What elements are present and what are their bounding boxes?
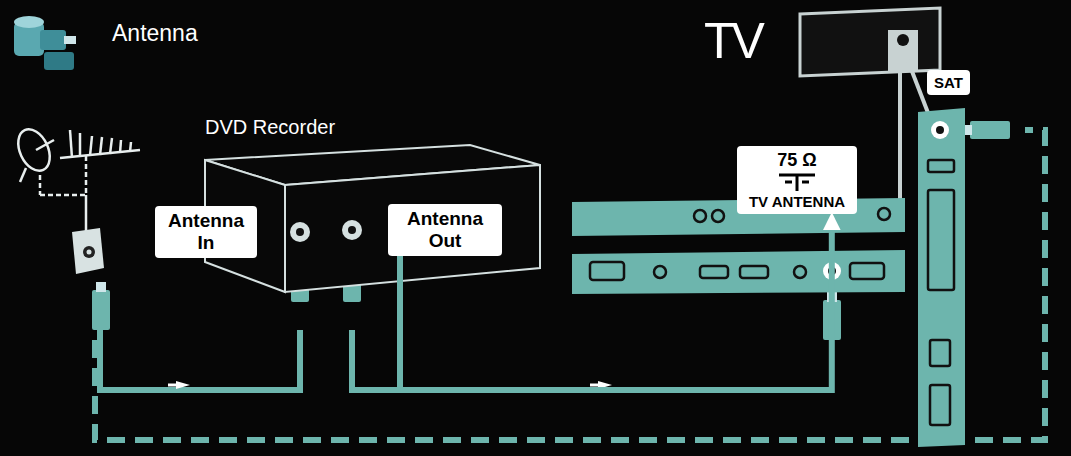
tv-connection-panel <box>572 108 965 447</box>
coax-symbol <box>767 171 827 193</box>
antenna-jack <box>290 220 362 242</box>
coax-plug <box>92 121 1010 340</box>
dish-and-aerial <box>12 124 140 232</box>
device-label: TV <box>704 12 762 70</box>
node-text: DVD Recorder <box>205 116 540 139</box>
node-text: SAT <box>934 74 963 91</box>
node-text: TV ANTENNA <box>744 193 850 210</box>
antenna-icon <box>14 16 76 70</box>
port-callout: 75 Ω TV ANTENNA <box>737 146 857 214</box>
node-text: Antenna In <box>162 210 250 254</box>
node-text: 75 Ω <box>744 150 850 171</box>
icon-label: Antenna <box>112 20 198 47</box>
port-callout: Antenna In <box>155 206 257 258</box>
port-callout: SAT <box>927 70 970 95</box>
wall-socket <box>72 228 104 274</box>
dashed-sat-cable <box>95 130 1045 440</box>
coax-cable <box>100 330 400 390</box>
port-callout: Antenna Out <box>388 204 502 256</box>
node-text: Antenna Out <box>395 208 495 252</box>
